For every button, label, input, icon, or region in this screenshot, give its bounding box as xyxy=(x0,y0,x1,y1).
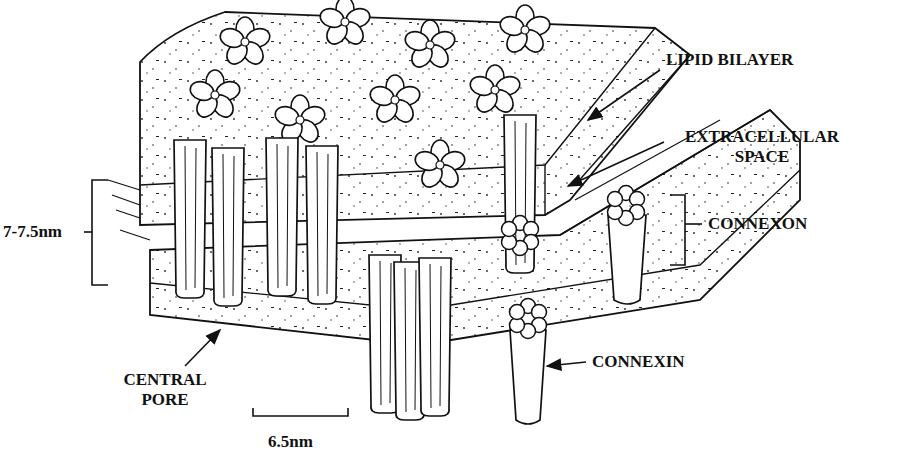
part-label: CENTRAL PORE xyxy=(100,370,230,410)
part-label: EXTRACELLULAR SPACE xyxy=(672,127,852,167)
part-label: CONNEXON xyxy=(708,214,868,234)
part-label: CONNEXIN xyxy=(592,352,752,372)
part-label: LIPID BILAYER xyxy=(666,50,866,70)
dimension-label: 7-7.5nm xyxy=(3,222,83,242)
dimension-label: 6.5nm xyxy=(268,432,358,452)
